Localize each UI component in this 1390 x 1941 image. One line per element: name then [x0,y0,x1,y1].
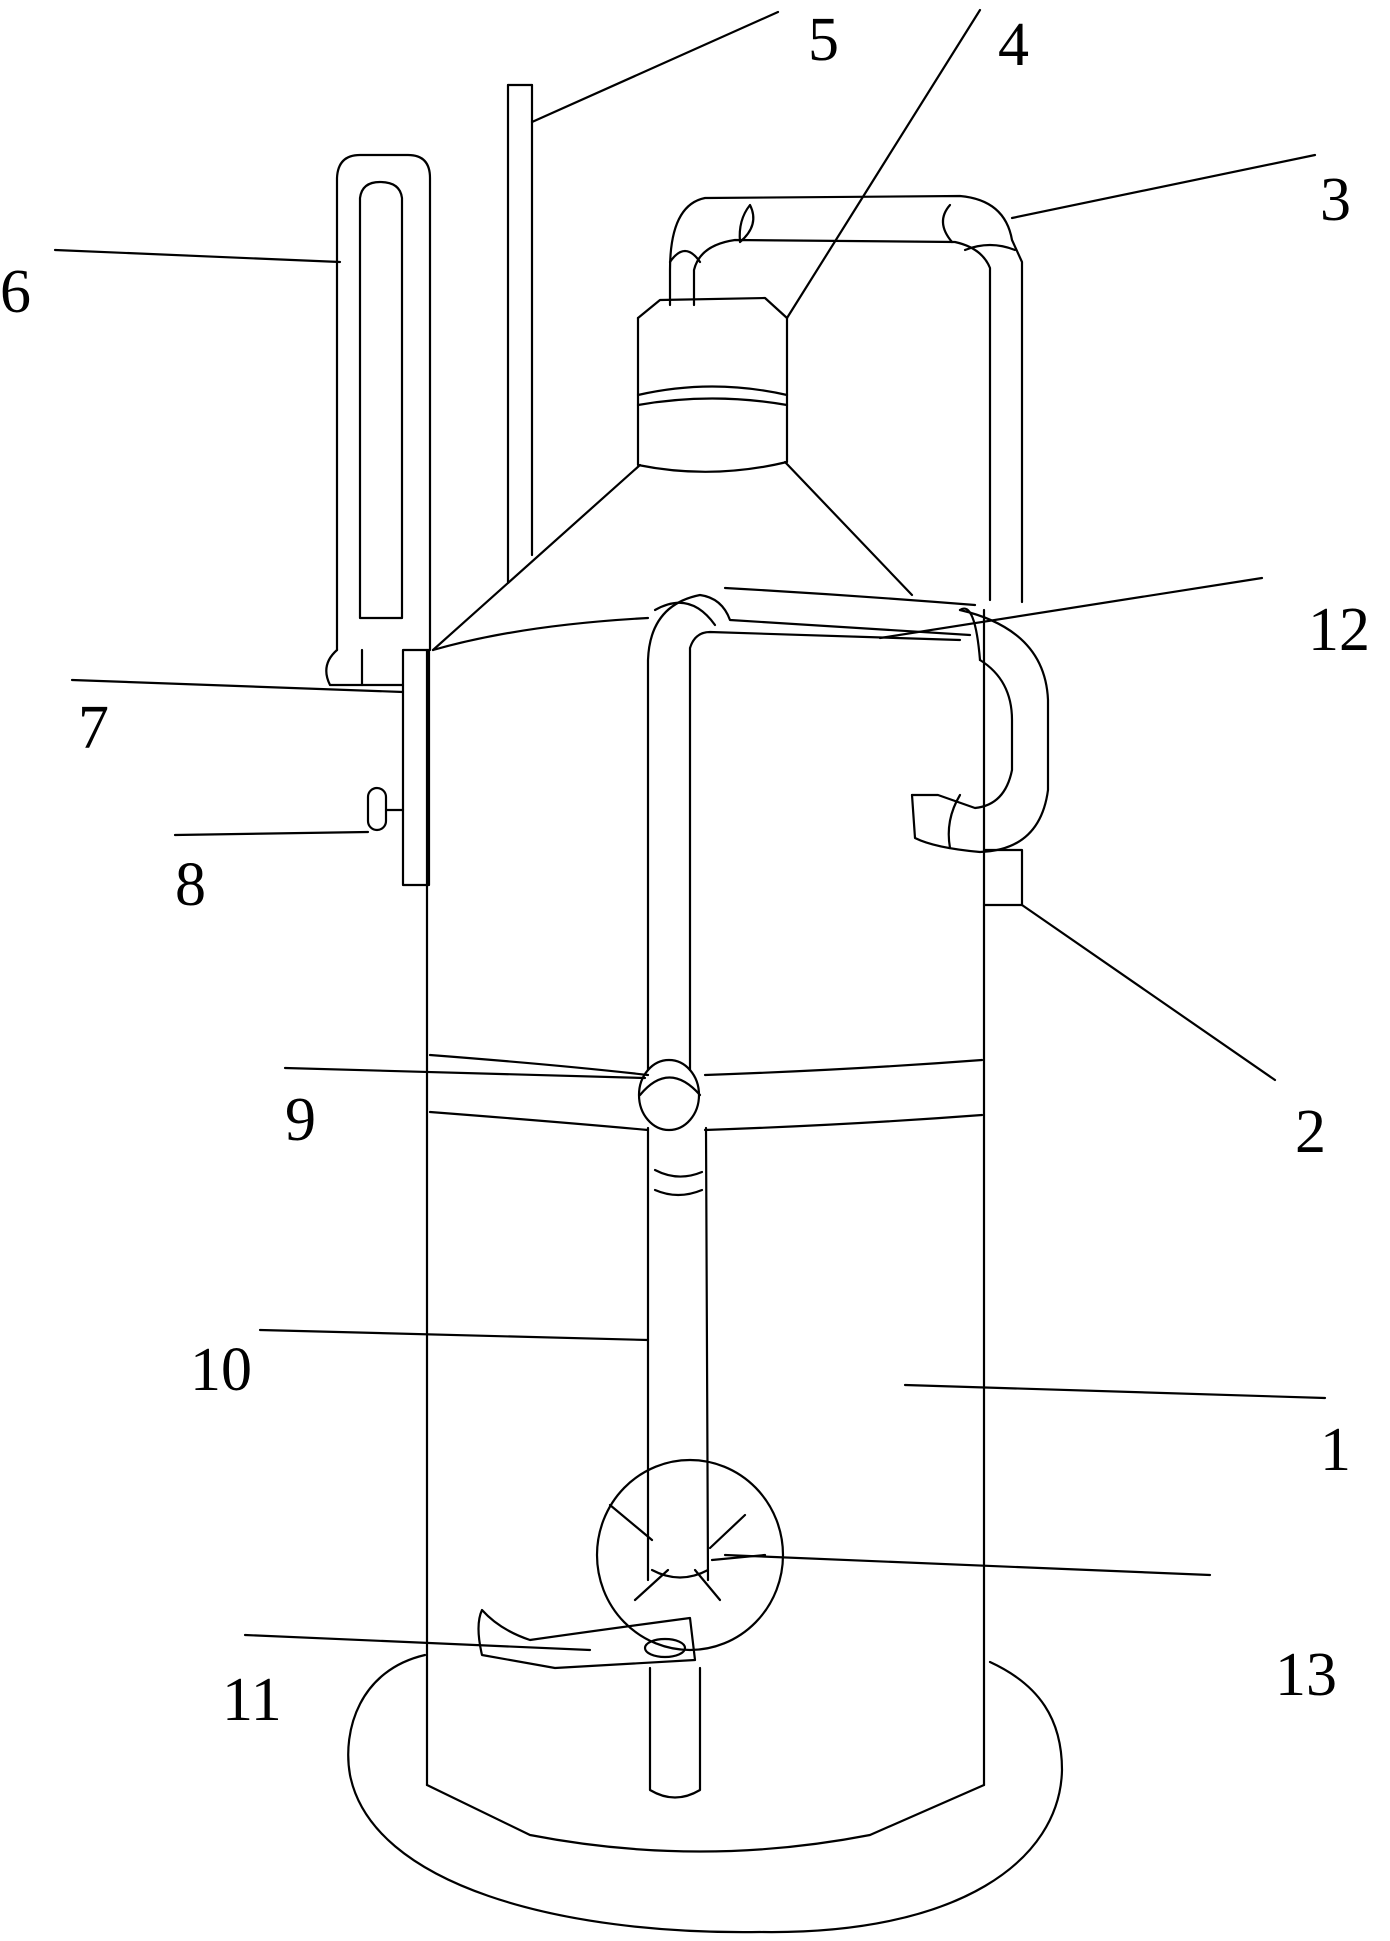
base-disc [347,1653,1064,1934]
label-7: 7 [78,694,109,762]
vertical-pipe [646,1126,710,1582]
label-11: 11 [222,1666,282,1734]
label-5: 5 [808,6,839,74]
top-loop-pipe [668,194,1024,604]
label-3: 3 [1320,166,1351,234]
wheel [595,1458,785,1652]
u-tube [325,153,432,687]
top-edge [431,616,650,652]
side-valve [366,786,405,832]
inlet-pipe [646,593,1050,1072]
top-edge-right [723,586,977,607]
label-12: 12 [1308,596,1370,664]
leader-lines [53,8,1327,1652]
label-1: 1 [1320,1416,1351,1484]
handle-lever [477,1608,702,1799]
side-panel [401,648,431,887]
outlet-stub [982,848,1024,907]
label-8: 8 [175,851,206,919]
label-6: 6 [0,258,31,326]
label-2: 2 [1295,1098,1326,1166]
neck-fitting [636,296,789,473]
label-4: 4 [998,11,1029,79]
label-10: 10 [190,1336,252,1404]
ring-joint [637,1058,702,1132]
label-9: 9 [285,1086,316,1154]
label-13: 13 [1275,1641,1337,1709]
probe-rod [506,83,534,584]
cone-neck [431,460,914,652]
